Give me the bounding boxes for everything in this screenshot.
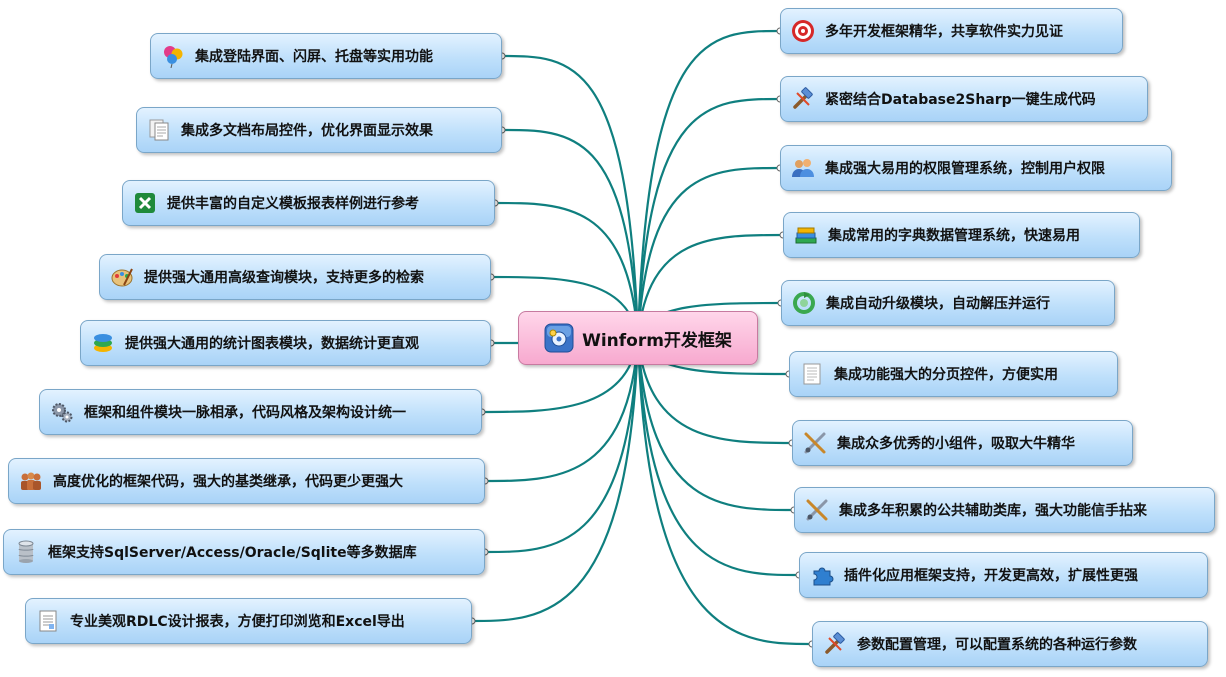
users-icon	[791, 156, 815, 180]
topic-consistent-architecture[interactable]: 框架和组件模块一脉相承，代码风格及架构设计统一	[39, 389, 482, 435]
app-gear-icon	[544, 323, 574, 353]
topic-auto-update[interactable]: 集成自动升级模块，自动解压并运行	[781, 280, 1115, 326]
chart-icon	[91, 331, 115, 355]
topic-label: 集成强大易用的权限管理系统，控制用户权限	[825, 161, 1105, 177]
topic-advanced-query[interactable]: 提供强大通用高级查询模块，支持更多的检索	[99, 254, 491, 300]
topic-plugin-framework[interactable]: 插件化应用框架支持，开发更高效，扩展性更强	[799, 552, 1208, 598]
topic-database2sharp[interactable]: 紧密结合Database2Sharp一键生成代码	[780, 76, 1148, 122]
branch-line	[636, 97, 781, 339]
topic-label: 提供丰富的自定义模板报表样例进行参考	[167, 196, 419, 212]
topic-report-templates[interactable]: 提供丰富的自定义模板报表样例进行参考	[122, 180, 495, 226]
topic-label: 集成众多优秀的小组件，吸取大牛精华	[837, 436, 1075, 452]
topic-label: 紧密结合Database2Sharp一键生成代码	[825, 92, 1096, 108]
central-topic[interactable]: Winform开发框架	[518, 311, 758, 365]
branch-line	[484, 337, 640, 483]
branch-line	[501, 54, 640, 339]
branch-line	[636, 29, 781, 339]
topic-parameter-config[interactable]: 参数配置管理，可以配置系统的各种运行参数	[812, 621, 1208, 667]
documents-icon	[147, 118, 171, 142]
topic-label: 集成功能强大的分页控件，方便实用	[834, 367, 1058, 383]
topic-label: 提供强大通用高级查询模块，支持更多的检索	[144, 270, 424, 286]
palette-icon	[110, 265, 134, 289]
gears-icon	[50, 400, 74, 424]
report-icon	[36, 609, 60, 633]
branch-line	[471, 337, 640, 623]
topic-label: 插件化应用框架支持，开发更高效，扩展性更强	[844, 568, 1138, 584]
topic-label: 框架和组件模块一脉相承，代码风格及架构设计统一	[84, 405, 406, 421]
tools-icon	[803, 431, 827, 455]
topic-paging-control[interactable]: 集成功能强大的分页控件，方便实用	[789, 351, 1118, 397]
topic-rdlc-reports[interactable]: 专业美观RDLC设计报表，方便打印浏览和Excel导出	[25, 598, 472, 644]
puzzle-icon	[810, 563, 834, 587]
branch-line	[484, 337, 640, 554]
topic-label: 提供强大通用的统计图表模块，数据统计更直观	[125, 336, 419, 352]
excel-icon	[133, 191, 157, 215]
topic-label: 专业美观RDLC设计报表，方便打印浏览和Excel导出	[70, 614, 405, 630]
branch-line	[636, 337, 813, 646]
topic-login-splash-tray[interactable]: 集成登陆界面、闪屏、托盘等实用功能	[150, 33, 502, 79]
topic-framework-essence[interactable]: 多年开发框架精华，共享软件实力见证	[780, 8, 1123, 54]
refresh-icon	[792, 291, 816, 315]
central-topic-label: Winform开发框架	[582, 330, 732, 351]
topic-label: 框架支持SqlServer/Access/Oracle/Sqlite等多数据库	[48, 545, 417, 561]
tools-icon	[805, 498, 829, 522]
topic-mdi-layout[interactable]: 集成多文档布局控件，优化界面显示效果	[136, 107, 502, 153]
group-icon	[19, 469, 43, 493]
topic-label: 多年开发框架精华，共享软件实力见证	[825, 24, 1063, 40]
topic-label: 集成自动升级模块，自动解压并运行	[826, 296, 1050, 312]
topic-dictionary-management[interactable]: 集成常用的字典数据管理系统，快速易用	[783, 212, 1140, 258]
branch-line	[636, 337, 795, 512]
branch-line	[636, 337, 800, 577]
topic-label: 集成登陆界面、闪屏、托盘等实用功能	[195, 49, 433, 65]
branch-line	[636, 233, 784, 339]
hammer-icon	[823, 632, 847, 656]
topic-label: 集成多文档布局控件，优化界面显示效果	[181, 123, 433, 139]
topic-label: 参数配置管理，可以配置系统的各种运行参数	[857, 637, 1137, 653]
topic-small-components[interactable]: 集成众多优秀的小组件，吸取大牛精华	[792, 420, 1133, 466]
topic-label: 集成多年积累的公共辅助类库，强大功能信手拈来	[839, 503, 1147, 519]
books-icon	[794, 223, 818, 247]
page-icon	[800, 362, 824, 386]
branch-line	[636, 166, 781, 339]
topic-label: 高度优化的框架代码，强大的基类继承，代码更少更强大	[53, 474, 403, 490]
branch-line	[636, 337, 793, 445]
balloons-icon	[161, 44, 185, 68]
topic-label: 集成常用的字典数据管理系统，快速易用	[828, 228, 1080, 244]
hammer-icon	[791, 87, 815, 111]
topic-permission-system[interactable]: 集成强大易用的权限管理系统，控制用户权限	[780, 145, 1172, 191]
target-icon	[791, 19, 815, 43]
branch-line	[494, 201, 640, 339]
topic-statistics-charts[interactable]: 提供强大通用的统计图表模块，数据统计更直观	[80, 320, 491, 366]
topic-helper-library[interactable]: 集成多年积累的公共辅助类库，强大功能信手拈来	[794, 487, 1215, 533]
database-icon	[14, 540, 38, 564]
branch-line	[501, 128, 640, 339]
topic-multi-database[interactable]: 框架支持SqlServer/Access/Oracle/Sqlite等多数据库	[3, 529, 485, 575]
topic-optimized-code[interactable]: 高度优化的框架代码，强大的基类继承，代码更少更强大	[8, 458, 485, 504]
